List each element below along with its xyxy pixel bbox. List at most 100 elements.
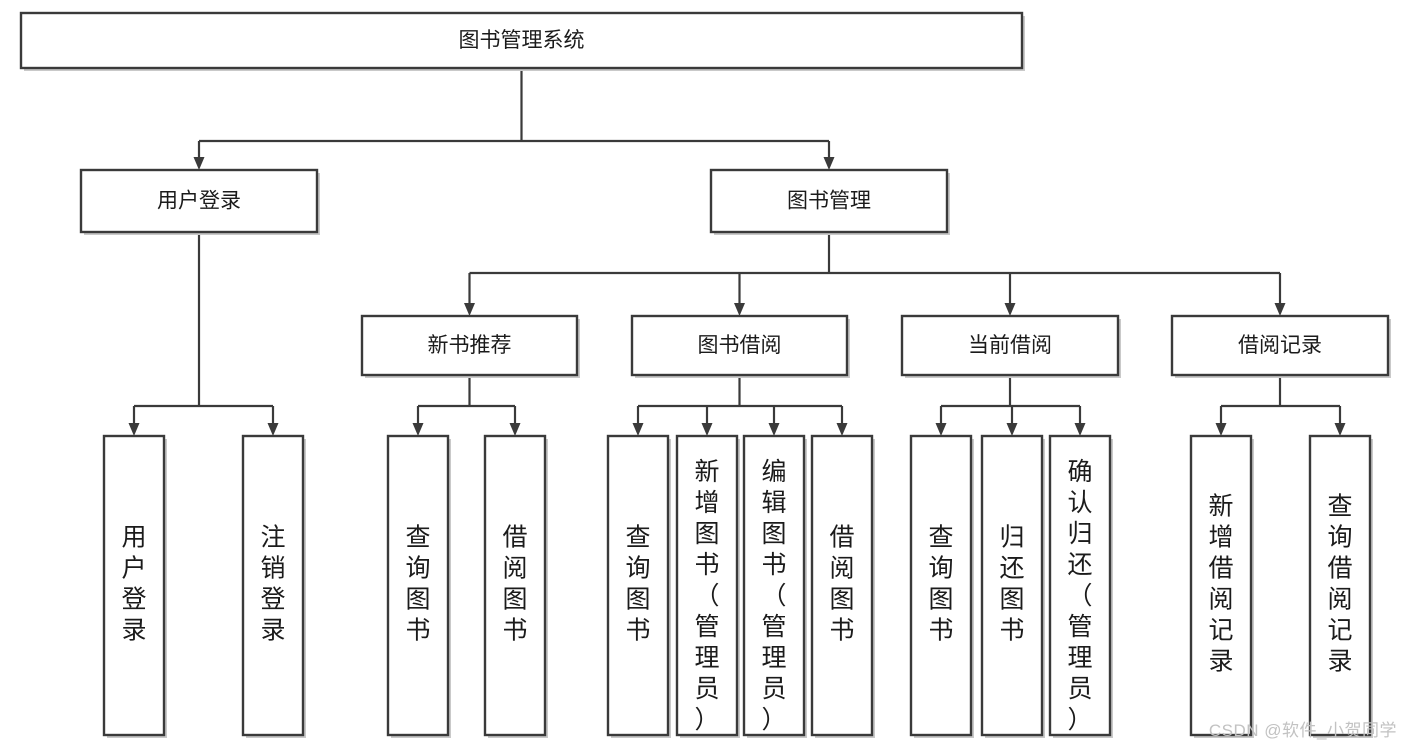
node-root[interactable]: 图书管理系统	[19, 11, 1025, 71]
node-label-leaf-cur-confirm: 认	[1067, 489, 1092, 517]
node-label-leaf-borrow-edit: 管	[761, 613, 786, 641]
node-label-leaf-cur-confirm: 归	[1067, 520, 1092, 548]
node-label-leaf-borrow-edit: ）	[761, 706, 786, 734]
node-label-leaf-cur-confirm: （	[1067, 582, 1092, 610]
arrowhead	[734, 303, 745, 316]
node-label-leaf-cur-return: 书	[999, 617, 1024, 645]
node-label-leaf-rec-add: 记	[1208, 617, 1233, 645]
node-label-current-borrow: 当前借阅	[968, 334, 1052, 357]
node-label-leaf-borrow-add: 图	[694, 520, 719, 548]
node-label-leaf-rec-query: 查	[405, 524, 430, 552]
node-label-leaf-borrow-add: 员	[694, 675, 719, 703]
node-label-leaf-rec-borrow: 阅	[502, 555, 527, 583]
node-label-leaf-cur-confirm: 理	[1067, 644, 1092, 672]
arrowhead	[701, 423, 713, 436]
node-label-leaf-user-logout: 销	[260, 555, 285, 583]
node-label-leaf-rec-query: 图	[405, 586, 430, 614]
node-label-leaf-rec-query: 询	[405, 555, 430, 583]
arrowhead	[1334, 423, 1346, 436]
node-label-leaf-cur-confirm: 员	[1067, 675, 1092, 703]
arrowhead	[1006, 423, 1018, 436]
arrowhead	[935, 423, 947, 436]
node-label-leaf-user-logout: 注	[260, 524, 285, 552]
connector-group-borrow-record	[1215, 375, 1346, 436]
arrowhead	[1004, 303, 1016, 316]
connector-group-user-login	[128, 232, 279, 436]
node-new-book-rec[interactable]: 新书推荐	[360, 314, 580, 378]
node-label-book-manage: 图书管理	[787, 190, 871, 213]
node-book-manage[interactable]: 图书管理	[709, 168, 950, 235]
arrowhead	[412, 423, 424, 436]
arrowhead	[1074, 423, 1086, 436]
node-borrow-record[interactable]: 借阅记录	[1170, 314, 1391, 378]
node-label-root: 图书管理系统	[459, 29, 585, 52]
connector-group-current-borrow	[935, 375, 1086, 436]
node-book-borrow[interactable]: 图书借阅	[630, 314, 850, 378]
node-label-leaf-rec-add: 增	[1208, 524, 1233, 552]
node-label-leaf-cur-return: 归	[999, 524, 1024, 552]
node-label-leaf-borrow-lend: 书	[829, 617, 854, 645]
node-label-leaf-cur-confirm: 还	[1067, 551, 1092, 579]
node-label-leaf-rec-borrow: 书	[502, 617, 527, 645]
node-label-leaf-cur-query: 查	[928, 524, 953, 552]
arrowhead	[267, 423, 279, 436]
connector-layer	[128, 68, 1346, 436]
node-label-leaf-rec-query2: 询	[1327, 524, 1352, 552]
node-leaf-user-login[interactable]: 用户登录	[102, 434, 167, 738]
node-label-leaf-rec-borrow: 图	[502, 586, 527, 614]
node-label-leaf-borrow-edit: 书	[761, 551, 786, 579]
node-label-leaf-rec-add: 阅	[1208, 586, 1233, 614]
node-label-leaf-borrow-add: 新	[694, 458, 719, 486]
node-label-leaf-rec-query2: 查	[1327, 493, 1352, 521]
arrowhead	[632, 423, 644, 436]
node-label-leaf-cur-confirm: 管	[1067, 613, 1092, 641]
arrowhead	[128, 423, 140, 436]
arrowhead	[193, 157, 205, 170]
node-label-leaf-borrow-edit: 员	[761, 675, 786, 703]
node-label-new-book-rec: 新书推荐	[428, 334, 512, 357]
arrowhead	[823, 157, 835, 170]
node-label-leaf-cur-return: 还	[999, 555, 1024, 583]
node-label-leaf-user-login: 录	[121, 617, 146, 645]
node-label-leaf-cur-query: 书	[928, 617, 953, 645]
arrowhead	[1274, 303, 1286, 316]
node-current-borrow[interactable]: 当前借阅	[900, 314, 1121, 378]
node-label-leaf-rec-add: 新	[1208, 493, 1233, 521]
node-label-leaf-borrow-add: 理	[694, 644, 719, 672]
node-label-leaf-borrow-query: 查	[625, 524, 650, 552]
node-label-leaf-borrow-edit: （	[761, 582, 786, 610]
node-label-leaf-borrow-lend: 图	[829, 586, 854, 614]
node-user-login[interactable]: 用户登录	[79, 168, 320, 235]
node-label-leaf-user-login: 户	[121, 555, 146, 583]
node-label-leaf-borrow-edit: 图	[761, 520, 786, 548]
node-label-leaf-cur-query: 询	[928, 555, 953, 583]
node-label-leaf-cur-confirm: 确	[1067, 458, 1092, 486]
arrowhead	[509, 423, 521, 436]
node-label-leaf-cur-confirm: ）	[1067, 706, 1092, 734]
node-label-leaf-borrow-add: ）	[694, 706, 719, 734]
arrowhead	[464, 303, 475, 316]
node-label-leaf-rec-query2: 记	[1327, 617, 1352, 645]
node-label-leaf-user-logout: 录	[260, 617, 285, 645]
watermark-label: CSDN @软件_小贺同学	[1208, 721, 1397, 740]
node-label-leaf-borrow-add: 增	[694, 489, 719, 517]
connector-group-book-manage	[464, 232, 1286, 316]
node-label-leaf-rec-query2: 录	[1327, 648, 1352, 676]
node-label-leaf-rec-query2: 借	[1327, 555, 1352, 583]
node-label-leaf-borrow-query: 书	[625, 617, 650, 645]
node-label-leaf-borrow-query: 询	[625, 555, 650, 583]
node-label-leaf-cur-return: 图	[999, 586, 1024, 614]
node-label-leaf-rec-query2: 阅	[1327, 586, 1352, 614]
